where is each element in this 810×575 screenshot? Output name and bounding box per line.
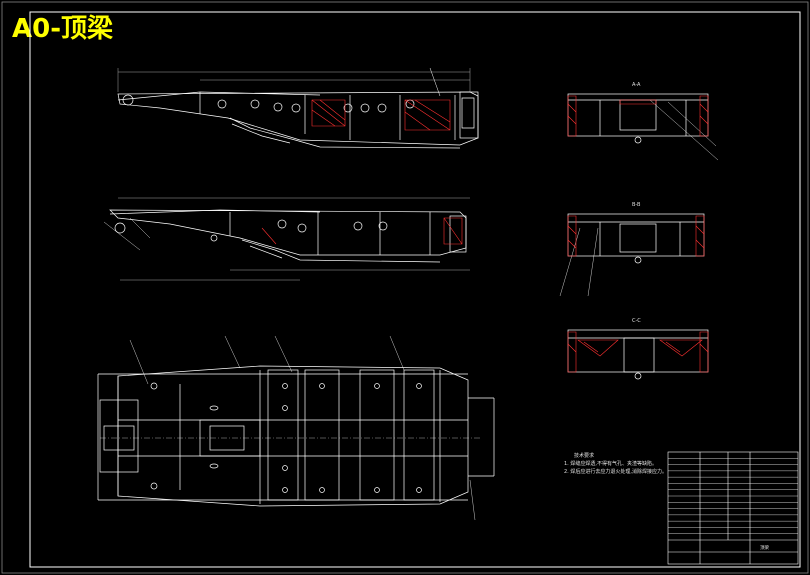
section-b-b — [559, 213, 705, 297]
drawing-title: A0-顶梁 — [12, 14, 114, 44]
inner-border — [29, 11, 801, 568]
technical-notes: 技术要求 1. 焊缝应焊透,不得有气孔、夹渣等缺陷。 2. 焊后应进行去应力退火… — [564, 452, 667, 476]
front-view-upper-hatch — [311, 67, 451, 131]
front-view-upper — [117, 68, 479, 149]
section-b-b-hatch — [567, 215, 705, 257]
title-block-name: 顶梁 — [760, 544, 769, 551]
section-c-c-label: C-C — [632, 318, 641, 324]
title-block — [667, 451, 799, 565]
section-c-c — [567, 329, 709, 380]
section-c-c-hatch — [567, 331, 709, 373]
front-view-lower-hatch — [261, 217, 463, 245]
section-a-a-label: A-A — [632, 82, 641, 88]
front-view-lower — [103, 197, 470, 281]
notes-heading: 技术要求 — [574, 453, 595, 459]
title-block-rows — [668, 458, 798, 534]
notes-item: 2. 焊后应进行去应力退火处理,消除焊接应力。 — [564, 469, 667, 475]
notes-item: 1. 焊缝应焊透,不得有气孔、夹渣等缺陷。 — [564, 461, 657, 467]
top-view — [97, 335, 495, 521]
section-a-a-hatch — [567, 95, 709, 137]
section-b-b-label: B-B — [632, 202, 641, 208]
